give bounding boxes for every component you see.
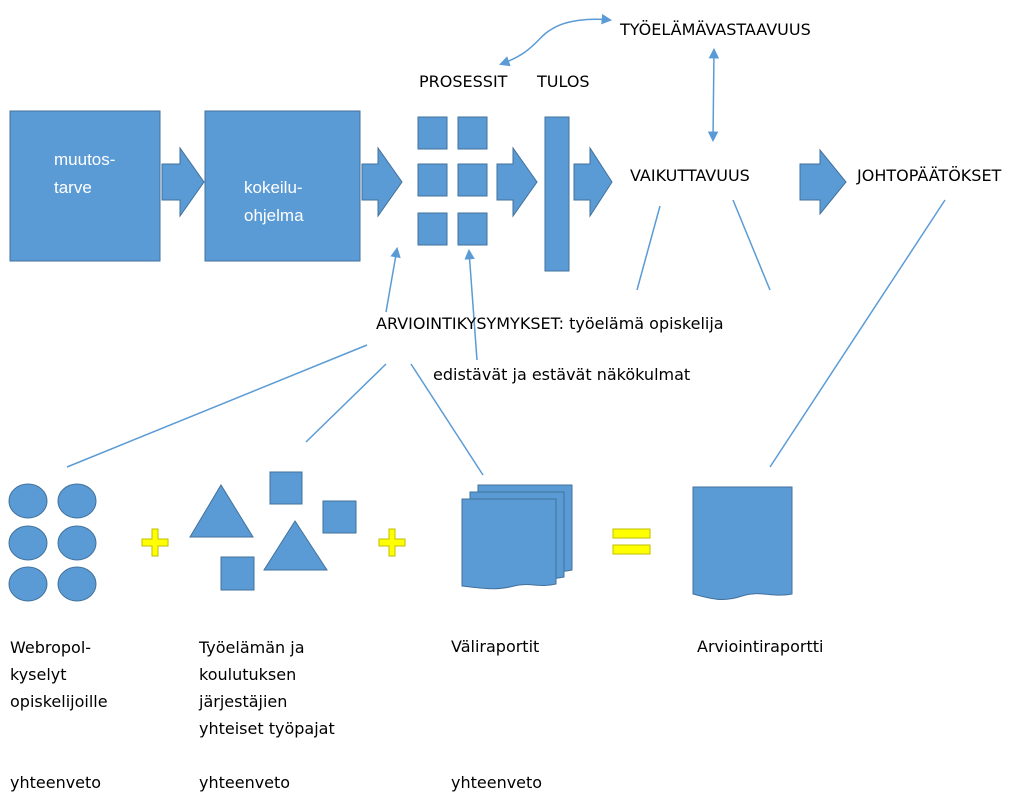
connector-line	[66, 344, 368, 468]
connector-line	[732, 199, 771, 291]
block-arrow-2	[361, 146, 403, 218]
tulos-label: TULOS	[537, 72, 590, 91]
webropol-ellipses	[8, 483, 97, 602]
kokeiluohjelma-label-line1: kokeilu-	[244, 178, 303, 197]
prosessit-label: PROSESSIT	[419, 72, 508, 91]
kokeiluohjelma-box	[204, 110, 361, 262]
muutostarve-label-line2: tarve	[54, 178, 92, 197]
arrow-up-line	[464, 248, 478, 361]
valiraportit-label: Väliraportit	[451, 637, 540, 656]
connector-line	[410, 363, 484, 476]
block-arrow-1	[161, 146, 205, 218]
arrow-up-line	[385, 246, 401, 313]
connector-line	[769, 199, 946, 468]
arviointikysymykset-label: ARVIOINTIKYSYMYKSET: työelämä opiskelija	[376, 314, 724, 333]
connector-line	[636, 205, 661, 291]
block-arrow-4	[573, 146, 613, 218]
connector-line	[305, 363, 387, 443]
plus-icon	[378, 528, 406, 557]
arviointiraportti-label: Arviointiraportti	[697, 637, 824, 656]
workshop-shapes	[189, 471, 357, 591]
tulos-bar	[544, 116, 570, 272]
multi-document-icon	[461, 484, 573, 590]
block-arrow-5	[799, 148, 847, 216]
muutostarve-box	[9, 110, 161, 262]
plus-icon	[141, 528, 169, 557]
webropol-label: Webropol- kyselyt opiskelijoille	[10, 638, 108, 711]
block-arrow-3	[496, 146, 538, 218]
yhteenveto-label-3: yhteenveto	[451, 773, 543, 792]
vaikuttavuus-label: VAIKUTTAVUUS	[630, 166, 750, 185]
document-icon	[692, 486, 793, 600]
muutostarve-label-line1: muutos-	[54, 150, 116, 169]
tyopajat-label: Työelämän ja koulutuksen järjestäjien yh…	[199, 638, 335, 738]
yhteenveto-label-1: yhteenveto	[10, 773, 102, 792]
vertical-double-arrow	[707, 47, 720, 143]
tyoelamavastaavuus-label: TYÖELÄMÄVASTAAVUUS	[620, 20, 811, 39]
equals-icon	[612, 528, 651, 555]
johtopaatokset-label: JOHTOPÄÄTÖKSET	[857, 166, 1002, 185]
kokeiluohjelma-label-line2: ohjelma	[244, 206, 304, 225]
nakokulmat-label: edistävät ja estävät näkökulmat	[433, 365, 691, 384]
yhteenveto-label-2: yhteenveto	[199, 773, 291, 792]
curved-double-arrow	[499, 13, 613, 67]
process-squares	[417, 116, 488, 246]
